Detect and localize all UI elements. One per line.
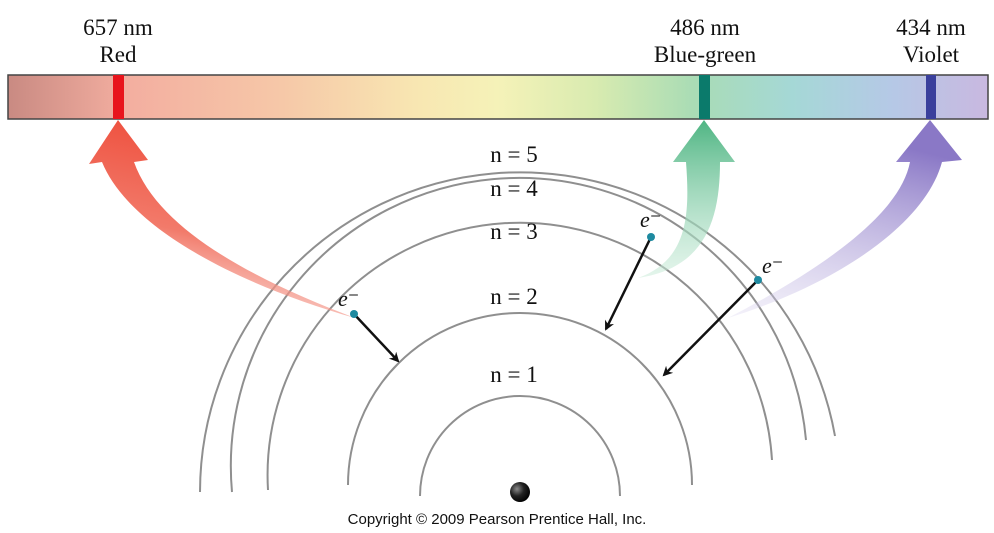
- transition-arrow-5-to-2: [662, 279, 759, 377]
- level-label-n2: n = 2: [490, 284, 537, 309]
- copyright-text: Copyright © 2009 Pearson Prentice Hall, …: [347, 511, 647, 528]
- label-red-wavelength: 657 nm: [83, 15, 153, 40]
- spectral-line-blue-green: [699, 75, 710, 119]
- orbits: [199, 171, 836, 497]
- orbit-n5: [199, 171, 836, 493]
- level-label-n3: n = 3: [490, 219, 537, 244]
- emission-arrow-blue-green: [638, 120, 735, 278]
- electron-dot: [647, 233, 655, 241]
- electron-dot: [754, 276, 762, 284]
- emission-arrow-violet: [728, 120, 962, 318]
- spectral-line-violet: [926, 75, 936, 119]
- level-label-n1: n = 1: [490, 362, 537, 387]
- transition-arrow-4-to-2: [604, 236, 653, 331]
- level-label-n5: n = 5: [490, 142, 537, 167]
- spectral-line-red: [113, 75, 124, 119]
- electron-label: e⁻: [338, 286, 359, 311]
- electron-label: e⁻: [762, 253, 783, 278]
- orbit-n4: [229, 176, 807, 493]
- spectrum-bar: [7, 74, 989, 120]
- label-violet-name: Violet: [902, 42, 960, 67]
- electron-label: e⁻: [640, 207, 661, 232]
- orbit-n3: [266, 221, 773, 491]
- electron-dot: [350, 310, 358, 318]
- transition-arrow-3-to-2: [353, 313, 400, 363]
- orbit-n1: [419, 395, 621, 497]
- label-red-name: Red: [99, 42, 137, 67]
- orbit-n2: [347, 312, 693, 486]
- label-blue-green-wavelength: 486 nm: [670, 15, 740, 40]
- nucleus: [510, 482, 530, 502]
- emission-arrow-red: [89, 120, 355, 318]
- label-blue-green-name: Blue-green: [653, 42, 757, 67]
- label-violet-wavelength: 434 nm: [896, 15, 966, 40]
- level-label-n4: n = 4: [490, 176, 538, 201]
